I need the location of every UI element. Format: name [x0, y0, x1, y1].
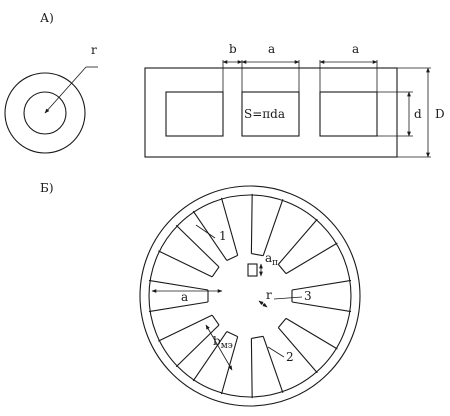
slot-edge-line — [277, 327, 318, 374]
slot-edge-line — [250, 193, 253, 254]
callout-2-leader — [267, 346, 285, 358]
slot-end-line — [251, 253, 264, 257]
slot-end-line — [251, 335, 264, 339]
dim-a2-label: a — [352, 42, 359, 56]
dim-bme-line — [205, 324, 233, 371]
dim-an-label: aп — [265, 251, 278, 268]
dim-d-label: d — [414, 107, 422, 121]
center-square — [247, 263, 258, 277]
panel-a: А) r S=πda b a — [4, 11, 445, 158]
callout-2-label: 2 — [286, 350, 294, 364]
top-dimensions: b a a — [222, 42, 378, 92]
slot-end-line — [277, 264, 287, 274]
slot-edge-line — [158, 250, 213, 278]
slot-end-line — [211, 314, 220, 326]
dim-a-label: a — [181, 290, 188, 304]
callout-1-leader — [195, 224, 216, 239]
slot-edge-line — [148, 279, 209, 291]
slot-edge-line — [175, 224, 220, 268]
dim-r-line — [258, 300, 268, 308]
dim-a1-label: a — [268, 42, 275, 56]
slot-edge-line — [285, 317, 338, 350]
slot-end-line — [277, 318, 287, 328]
panel-b: Б) aп a r bмэ 1 3 2 — [40, 181, 361, 407]
callout-3-label: 3 — [304, 289, 312, 303]
slotted-disk — [139, 185, 361, 407]
slot-edge-line — [285, 242, 338, 275]
ring-cross-section: r — [4, 43, 98, 154]
radius-leader — [44, 66, 87, 114]
slot-edge-line — [250, 338, 253, 399]
slot-edge-line — [148, 301, 209, 313]
strip-body — [144, 67, 398, 158]
ring-inner-circle — [23, 91, 67, 135]
slot-edge-line — [192, 331, 228, 382]
panel-b-label: Б) — [40, 181, 54, 195]
ring-outer-circle — [4, 72, 86, 154]
callout-3-leader — [273, 296, 303, 300]
right-dimensions: d D — [377, 67, 445, 158]
unrolled-strip: S=πda — [144, 67, 398, 158]
slot-edge-line — [262, 199, 284, 256]
strip-window-1 — [165, 91, 224, 137]
strip-window-2 — [241, 91, 300, 137]
slot-end-line — [211, 266, 220, 278]
ring-radius-label: r — [91, 43, 97, 57]
dim-bme-label: bмэ — [213, 334, 233, 351]
slot-end-line — [226, 254, 238, 261]
slot-edge-line — [277, 218, 318, 265]
dim-D-label: D — [435, 107, 445, 121]
slot-edge-line — [291, 279, 352, 291]
area-formula: S=πda — [244, 107, 285, 121]
slot-end-line — [226, 331, 238, 338]
slot-edge-line — [192, 210, 228, 261]
dim-r-label: r — [266, 288, 272, 302]
slot-edge-line — [220, 197, 239, 256]
slot-edge-line — [262, 336, 284, 393]
slot-edge-line — [158, 314, 213, 342]
panel-a-label: А) — [40, 11, 54, 25]
dim-b-label: b — [229, 42, 237, 56]
disk-inner-circle — [148, 194, 352, 398]
disk-outer-circle — [139, 185, 361, 407]
slot-edge-line — [291, 301, 352, 313]
callout-1-label: 1 — [219, 229, 227, 243]
strip-window-3 — [319, 91, 378, 137]
